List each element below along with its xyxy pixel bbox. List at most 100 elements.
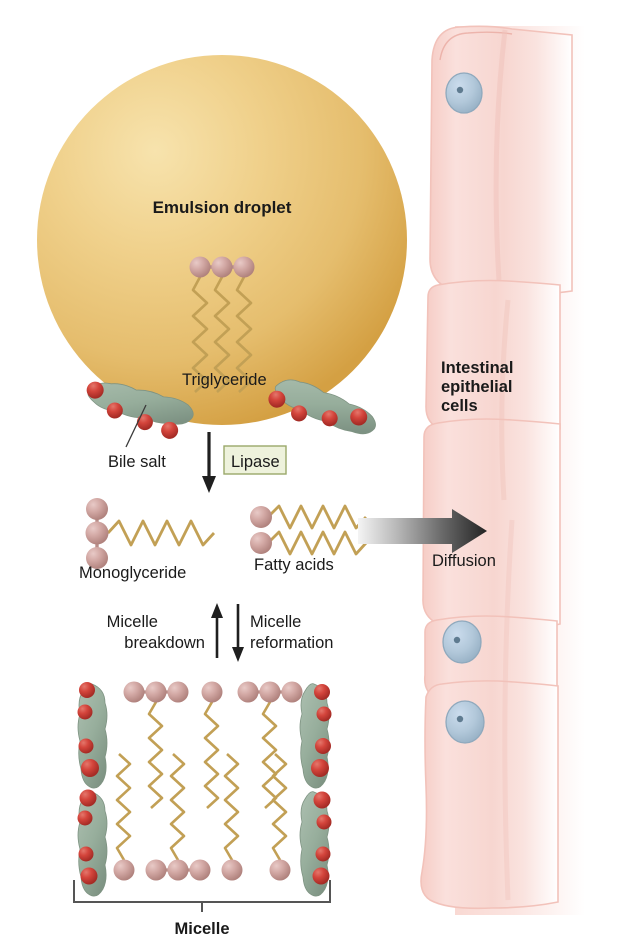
bile-salt-leader-line — [125, 404, 147, 448]
bile-head-lu-3 — [78, 738, 94, 754]
bile-head-lu-4 — [81, 759, 99, 777]
bile-head-ru-4 — [311, 759, 329, 777]
epithelial-cell-1-apical-edge — [439, 31, 513, 61]
micelle-lower-f-head — [221, 859, 243, 881]
lipase-arrow-head — [202, 476, 216, 493]
micelle-lower-e-head-1 — [145, 859, 167, 881]
bile-salt-right-head-4 — [350, 408, 368, 426]
bile-salt-right-head-3 — [321, 410, 338, 427]
bile-head-ll-4 — [80, 867, 98, 885]
bile-head-ll-2 — [77, 810, 93, 826]
micelle-lower-e-tail — [169, 753, 186, 861]
epithelial-cell-5 — [420, 680, 559, 910]
monoglyceride-label: Monoglyceride — [79, 564, 186, 582]
monoglyceride-head-2 — [85, 521, 109, 545]
lipase-box — [223, 445, 287, 475]
bile-head-lu-1 — [79, 682, 95, 698]
micelle-lower-g-head — [269, 859, 291, 881]
micelle-upper-b-tail — [203, 701, 220, 809]
micelle-structure-group — [77, 681, 332, 897]
bile-head-ru-1 — [314, 684, 330, 700]
micelle-lower-fattyacid-d — [113, 753, 135, 881]
micelle-upper-c-head-3 — [281, 681, 303, 703]
micelle-lower-g-tail — [271, 753, 288, 861]
bile-head-ll-1 — [79, 789, 97, 807]
triglyceride-label: Triglyceride — [182, 371, 267, 389]
micelle-lower-fattyacid-f — [221, 753, 243, 881]
fatty-acids-label: Fatty acids — [254, 556, 334, 574]
micelle-upper-fattyacid-b — [201, 681, 223, 809]
bile-salt-label: Bile salt — [108, 453, 166, 471]
micelle-lower-d-head — [113, 859, 135, 881]
emulsion-droplet-circle — [37, 55, 407, 425]
nucleus-cell-5 — [445, 700, 485, 744]
micelle-lower-e-head-2 — [167, 859, 189, 881]
intestinal-label-line1: Intestinal — [441, 359, 513, 377]
intestinal-epithelial-cells-label: Intestinal epithelial cells — [441, 359, 513, 415]
bile-head-rl-4 — [312, 867, 330, 885]
bile-head-rl-2 — [316, 814, 332, 830]
micelle-reformation-arrow-head — [232, 647, 244, 662]
micelle-lower-f-tail — [223, 753, 240, 861]
fatty-acid-2-tail — [267, 530, 368, 556]
triglyceride-tail-3 — [235, 276, 253, 393]
micelle-lower-e-head-3 — [189, 859, 211, 881]
emulsion-droplet-group — [37, 55, 407, 425]
bile-salt-left-head-3 — [136, 414, 153, 431]
micelle-upper-a-head-3 — [167, 681, 189, 703]
micelle-label: Micelle — [174, 920, 229, 938]
glycerol-head-1 — [189, 256, 211, 278]
micelle-upper-a-head-1 — [123, 681, 145, 703]
micelle-upper-a-head-2 — [145, 681, 167, 703]
diffusion-label: Diffusion — [432, 552, 496, 570]
diffusion-arrow — [358, 509, 487, 553]
micelle-bile-salt-left-upper — [77, 682, 108, 789]
emulsion-droplet-label: Emulsion droplet — [153, 198, 292, 217]
bile-head-rl-3 — [315, 846, 331, 862]
bile-salt-left-head-1 — [86, 381, 104, 399]
bile-salt-left — [84, 376, 197, 439]
monoglyceride-head-3 — [86, 547, 108, 569]
monoglyceride-molecule — [85, 498, 216, 569]
epithelium-shading-2 — [499, 299, 511, 501]
micelle-lower-fattyacid-g — [269, 753, 291, 881]
triglyceride-tail-2 — [213, 276, 231, 393]
intestinal-label-line2: epithelial — [441, 378, 513, 396]
micelle-breakdown-label-line1: Micelle — [107, 613, 158, 631]
triglyceride-molecule — [189, 256, 255, 393]
bile-salt-left-head-4 — [161, 421, 179, 439]
monoglyceride-head-1 — [86, 498, 108, 520]
nucleus-cell-4 — [442, 620, 482, 664]
nucleus-cell-1 — [445, 72, 483, 114]
intestinal-epithelium-group — [420, 25, 585, 915]
micelle-bracket-group: Micelle — [73, 880, 331, 938]
monoglyceride-tail — [106, 519, 216, 547]
glycerol-head-2 — [211, 256, 233, 278]
bile-head-ru-3 — [315, 738, 331, 754]
micelle-bile-salt-right-lower — [299, 791, 332, 897]
micelle-upper-monoglyceride-a — [123, 681, 189, 809]
diffusion-arrow-group — [358, 509, 487, 553]
glycerol-head-3 — [233, 256, 255, 278]
fatty-acids-group — [250, 504, 368, 556]
micelle-bile-salt-right-upper — [299, 683, 332, 789]
micelle-equilibrium-group: Micelle breakdown Micelle reformation — [107, 603, 333, 662]
micelle-reformation-label-line1: Micelle — [250, 613, 301, 631]
epithelium-shading-1 — [493, 29, 508, 281]
micelle-breakdown-arrow-head — [211, 603, 223, 618]
micelle-breakdown-label-line2: breakdown — [124, 634, 205, 652]
lipase-reaction-group: Lipase — [202, 432, 287, 493]
bile-head-rl-1 — [313, 791, 331, 809]
micelle-bile-salt-left-lower — [77, 789, 108, 897]
nucleolus-cell-4 — [453, 636, 461, 644]
intestinal-label-line3: cells — [441, 397, 478, 415]
fatty-acid-2-head — [250, 532, 272, 554]
bile-salt-left-head-2 — [106, 402, 123, 419]
bile-head-ru-2 — [316, 706, 332, 722]
micelle-upper-monoglyceride-c — [237, 681, 303, 809]
bile-salt-right-head-1 — [268, 390, 286, 408]
micelle-upper-b-head — [201, 681, 223, 703]
lipase-label: Lipase — [231, 453, 280, 471]
micelle-lower-monoglyceride-e — [145, 753, 211, 881]
